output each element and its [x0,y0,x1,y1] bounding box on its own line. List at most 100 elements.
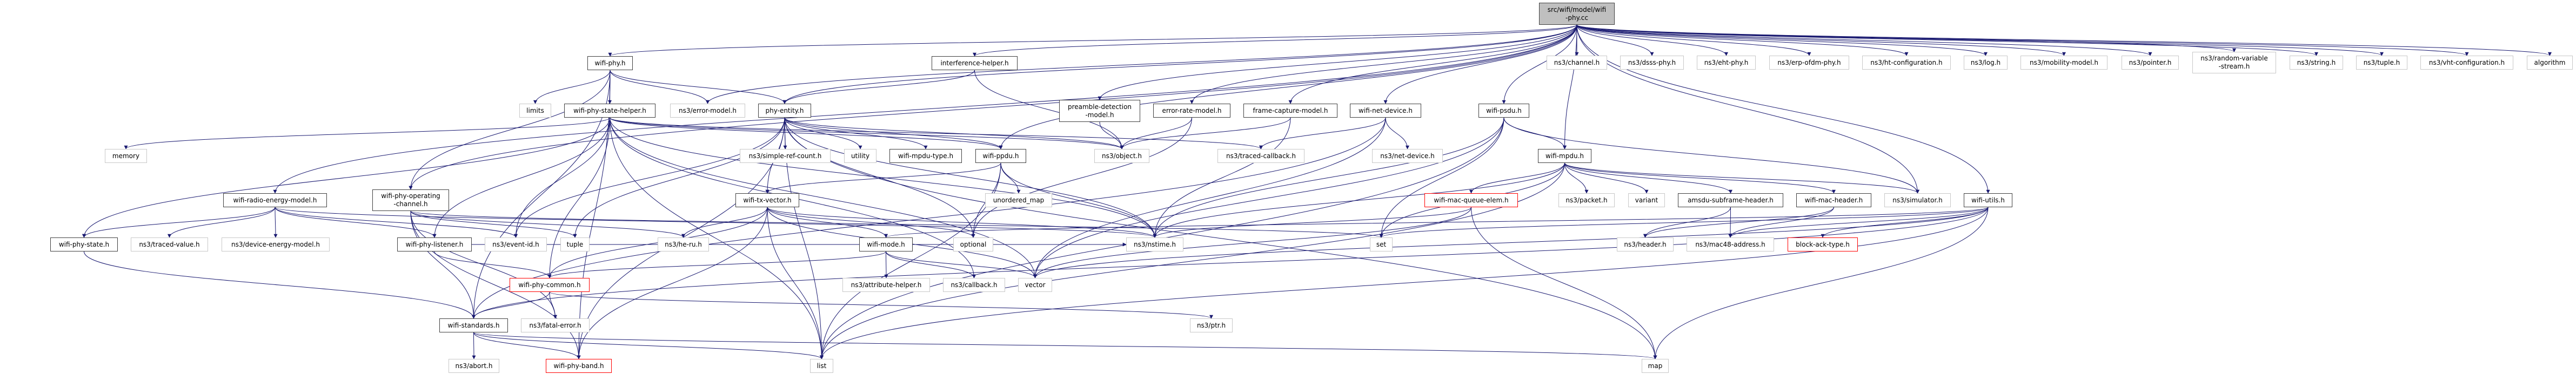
node-ns3-fatal-error[interactable]: ns3/fatal-error.h [521,318,590,332]
node-ns3-abort[interactable]: ns3/abort.h [449,359,499,373]
edge-interference_helper-to-ns3_object [974,70,1124,149]
edge-root-to-ns3_ht_configuration [1576,24,1909,56]
node-wifi-net-device[interactable]: wifi-net-device.h [1350,104,1421,118]
node-ns3-eht-phy[interactable]: ns3/eht-phy.h [1697,56,1756,70]
edge-root-to-interference_helper [973,24,1577,57]
edge-wifi_phy_state_helper-to-wifi_phy_state [82,117,610,238]
node-ns3-simple-ref-count[interactable]: ns3/simple-ref-count.h [740,149,831,163]
node-ns3-random-variable-stream[interactable]: ns3/random-variable -stream.h [2192,52,2276,73]
node-preamble-detection-model[interactable]: preamble-detection -model.h [1059,100,1140,122]
edge-wifi_phy_operating_channel-to-set [410,210,1383,238]
node-wifi-phy-operating-channel[interactable]: wifi-phy-operating -channel.h [372,189,449,211]
node-ns3-dsss-phy[interactable]: ns3/dsss-phy.h [1620,56,1684,70]
node-wifi-radio-energy-model[interactable]: wifi-radio-energy-model.h [223,193,327,207]
edge-root-to-ns3_vht_configuration [1576,24,2469,56]
node-limits[interactable]: limits [519,104,551,118]
node-ns3-pointer[interactable]: ns3/pointer.h [2122,56,2179,70]
node-ns3-event-id[interactable]: ns3/event-id.h [485,237,547,251]
node-ns3-net-device[interactable]: ns3/net-device.h [1372,149,1443,163]
node-wifi-standards[interactable]: wifi-standards.h [439,318,508,332]
node-ns3-mobility-model[interactable]: ns3/mobility-model.h [2020,56,2107,70]
edge-root-to-error_rate_model [1190,24,1577,104]
node-wifi-mac-header[interactable]: wifi-mac-header.h [1796,193,1871,207]
edge-wifi_utils-to-map [1653,207,1989,359]
node-ns3-ptr[interactable]: ns3/ptr.h [1190,318,1233,332]
edge-wifi_ppdu-to-wifi_tx_vector [765,162,1001,194]
edge-amsdu_subframe_header-to-ns3_mac48_address [1728,207,1732,238]
node-set[interactable]: set [1370,237,1393,251]
node-error-rate-model[interactable]: error-rate-model.h [1153,104,1230,118]
node-ns3-traced-callback[interactable]: ns3/traced-callback.h [1217,149,1304,163]
node-algorithm[interactable]: algorithm [2527,56,2573,70]
node-variant[interactable]: variant [1628,193,1665,207]
edge-root-to-ns3_error_model [706,24,1577,104]
node-wifi-phy-band[interactable]: wifi-phy-band.h [546,359,612,373]
node-ns3-device-energy-model[interactable]: ns3/device-energy-model.h [222,237,330,251]
node-ns3-nstime[interactable]: ns3/nstime.h [1126,237,1183,251]
edge-wifi_utils-to-list [820,207,1989,359]
node-ns3-header[interactable]: ns3/header.h [1617,237,1674,251]
node-block-ack-type[interactable]: block-ack-type.h [1788,237,1858,251]
node-ns3-he-ru[interactable]: ns3/he-ru.h [658,237,709,251]
edge-preamble_detection_model-to-ns3_object [1099,121,1124,149]
edge-error_rate_model-to-ns3_object [1120,117,1192,149]
node-map[interactable]: map [1642,359,1669,373]
edge-root-to-wifi_radio_energy_model [273,24,1577,194]
node-interference-helper[interactable]: interference-helper.h [932,56,1018,70]
node-wifi-phy[interactable]: wifi-phy.h [587,56,633,70]
edge-phy_entity-to-wifi_ppdu [784,117,1003,149]
node-wifi-mac-queue-elem[interactable]: wifi-mac-queue-elem.h [1424,193,1518,207]
edge-root-to-ns3_string [1576,24,2318,56]
node-ns3-vht-configuration[interactable]: ns3/vht-configuration.h [2420,56,2513,70]
node-ns3-tuple[interactable]: ns3/tuple.h [2356,56,2407,70]
edge-wifi_mac_header-to-ns3_mac48_address [1728,207,1834,238]
node-wifi-phy-listener[interactable]: wifi-phy-listener.h [397,237,472,251]
node-vector[interactable]: vector [1018,278,1052,292]
node-tuple[interactable]: tuple [560,237,590,251]
node-wifi-ppdu[interactable]: wifi-ppdu.h [975,149,1026,163]
edge-root-to-frame_capture_model [1288,24,1577,104]
node-ns3-log[interactable]: ns3/log.h [1964,56,2008,70]
node-ns3-simulator[interactable]: ns3/simulator.h [1884,193,1951,207]
node-amsdu-subframe-header[interactable]: amsdu-subframe-header.h [1678,193,1783,207]
edge-wifi_mode-to-wifi_phy_common [547,251,886,278]
node-wifi-utils[interactable]: wifi-utils.h [1964,193,2012,207]
node-ns3-erp-ofdm-phy[interactable]: ns3/erp-ofdm-phy.h [1769,56,1849,70]
node-ns3-attribute-helper[interactable]: ns3/attribute-helper.h [842,278,930,292]
node-wifi-tx-vector[interactable]: wifi-tx-vector.h [735,193,799,207]
node-unordered-map[interactable]: unordered_map [985,193,1052,207]
edge-wifi_mac_header-to-ns3_header [1643,207,1834,238]
node-memory[interactable]: memory [105,149,147,163]
node-wifi-psdu[interactable]: wifi-psdu.h [1478,104,1529,118]
node-ns3-mac48-address[interactable]: ns3/mac48-address.h [1687,237,1774,251]
node-wifi-mode[interactable]: wifi-mode.h [859,237,913,251]
edge-wifi_mpdu-to-ns3_packet [1564,162,1589,194]
node-utility[interactable]: utility [844,149,876,163]
edge-phy_entity-to-ns3_object [784,117,1124,149]
edge-error_rate_model-to-optional [971,117,1192,238]
edge-frame_capture_model-to-ns3_nstime [1153,117,1291,238]
edge-wifi_utils-to-ns3_mac48_address [1728,207,1989,238]
node-wifi-phy-common[interactable]: wifi-phy-common.h [510,278,590,292]
node-root[interactable]: src/wifi/model/wifi -phy.cc [1539,3,1615,25]
edge-root-to-ns3_pointer [1576,24,2152,56]
node-wifi-mpdu[interactable]: wifi-mpdu.h [1538,149,1591,163]
edge-wifi_tx_vector-to-ns3_nstime [767,207,1157,238]
edge-wifi_phy-to-wifi_phy_operating_channel [409,70,611,190]
node-frame-capture-model[interactable]: frame-capture-model.h [1243,104,1337,118]
node-wifi-phy-state[interactable]: wifi-phy-state.h [50,237,118,251]
node-ns3-traced-value[interactable]: ns3/traced-value.h [131,237,208,251]
edge-root-to-algorithm [1576,24,2552,56]
node-wifi-mpdu-type[interactable]: wifi-mpdu-type.h [889,149,962,163]
node-ns3-object[interactable]: ns3/object.h [1094,149,1149,163]
node-optional[interactable]: optional [953,237,993,251]
node-ns3-ht-configuration[interactable]: ns3/ht-configuration.h [1862,56,1951,70]
node-wifi-phy-state-helper[interactable]: wifi-phy-state-helper.h [564,104,655,118]
node-ns3-string[interactable]: ns3/string.h [2290,56,2343,70]
node-ns3-callback[interactable]: ns3/callback.h [943,278,1005,292]
node-ns3-error-model[interactable]: ns3/error-model.h [670,104,745,118]
node-ns3-channel[interactable]: ns3/channel.h [1547,56,1607,70]
node-list[interactable]: list [810,359,833,373]
node-ns3-packet[interactable]: ns3/packet.h [1558,193,1615,207]
node-phy-entity[interactable]: phy-entity.h [758,104,811,118]
